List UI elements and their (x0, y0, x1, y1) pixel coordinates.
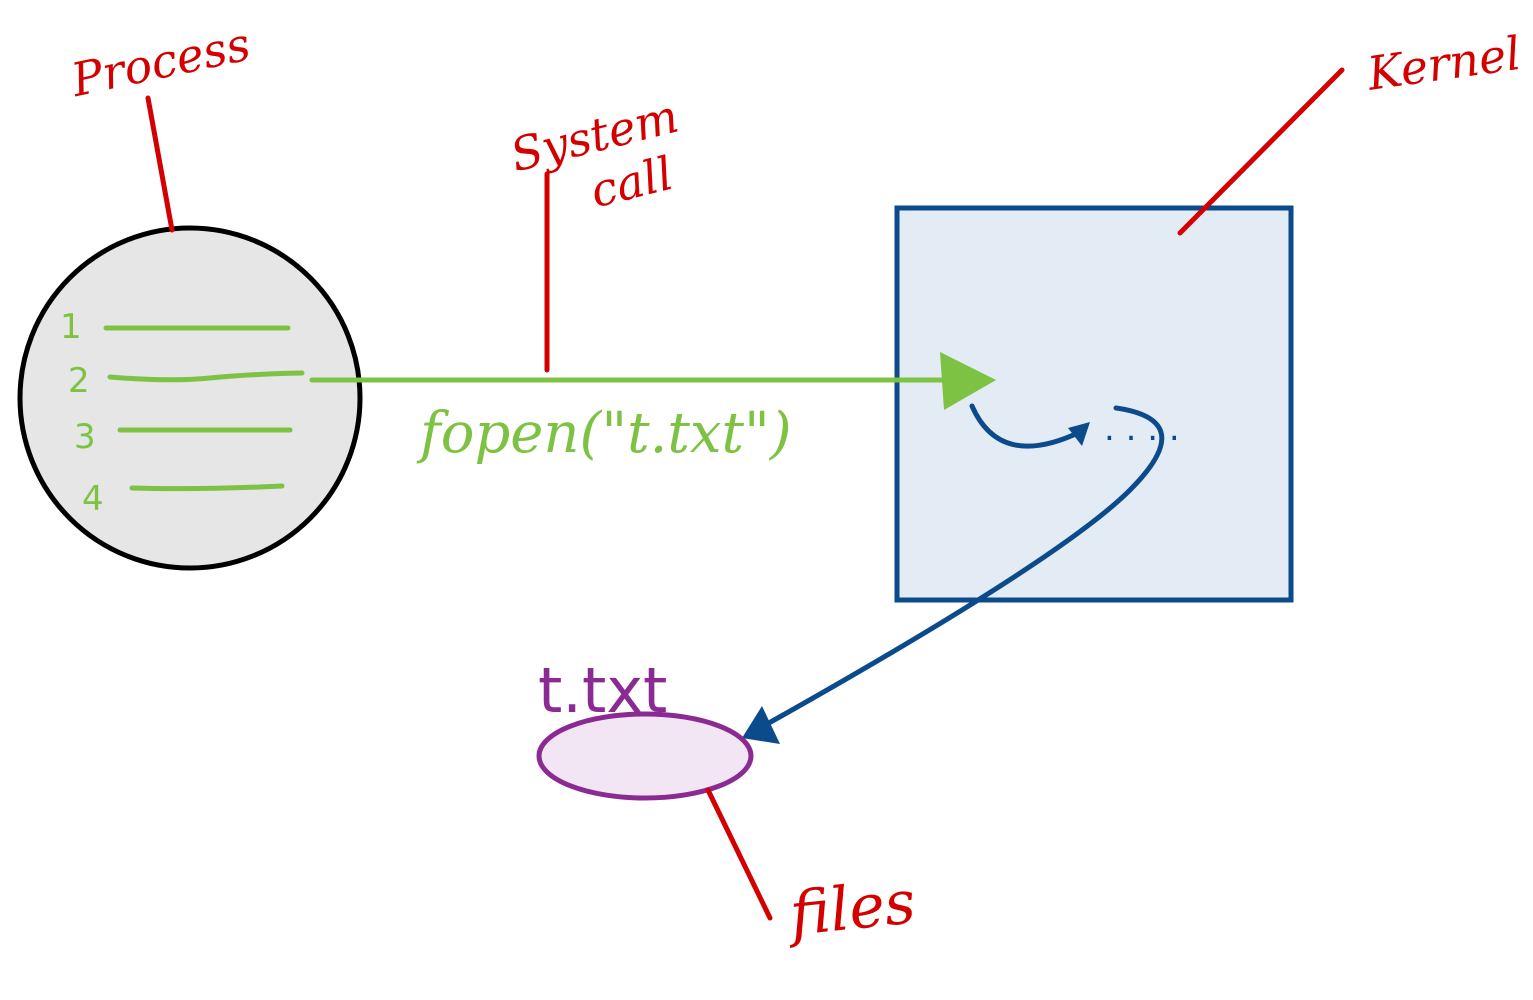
kernel-label: Kernel (1363, 26, 1524, 101)
files-annotation: files (705, 787, 919, 950)
process-node: 1 2 3 4 (17, 225, 363, 571)
file-node: t.txt (536, 654, 754, 801)
process-label: Process (66, 17, 255, 108)
kernel-to-file-arrowhead (742, 706, 780, 744)
process-circle (17, 225, 363, 571)
kernel-node: . . . . (894, 205, 1294, 603)
kernel-leader-line (1177, 67, 1345, 236)
process-annotation: Process (66, 17, 255, 233)
process-line-number-2: 2 (68, 361, 90, 401)
files-label: files (783, 867, 919, 950)
process-leader-line (145, 95, 175, 233)
file-ellipse (536, 711, 754, 801)
process-line-number-1: 1 (60, 307, 82, 347)
process-code-line-2 (107, 370, 305, 383)
kernel-internal-arrowhead (1068, 422, 1090, 446)
kernel-annotation: Kernel (1177, 26, 1524, 236)
system-call-arrowhead (940, 352, 996, 410)
system-call-annotation: System call (505, 89, 684, 373)
process-line-number-3: 3 (74, 417, 96, 457)
kernel-internal-curved-arrow (969, 403, 1083, 449)
system-call-arrow: fopen("t.txt") (309, 352, 996, 466)
process-line-number-4: 4 (82, 479, 104, 519)
fopen-call-label: fopen("t.txt") (416, 401, 792, 466)
kernel-box (894, 205, 1294, 603)
kernel-to-file-arrow (742, 405, 1165, 744)
process-code-line-4 (129, 483, 285, 492)
kernel-to-file-curve (757, 405, 1165, 731)
files-leader-line (705, 787, 773, 921)
